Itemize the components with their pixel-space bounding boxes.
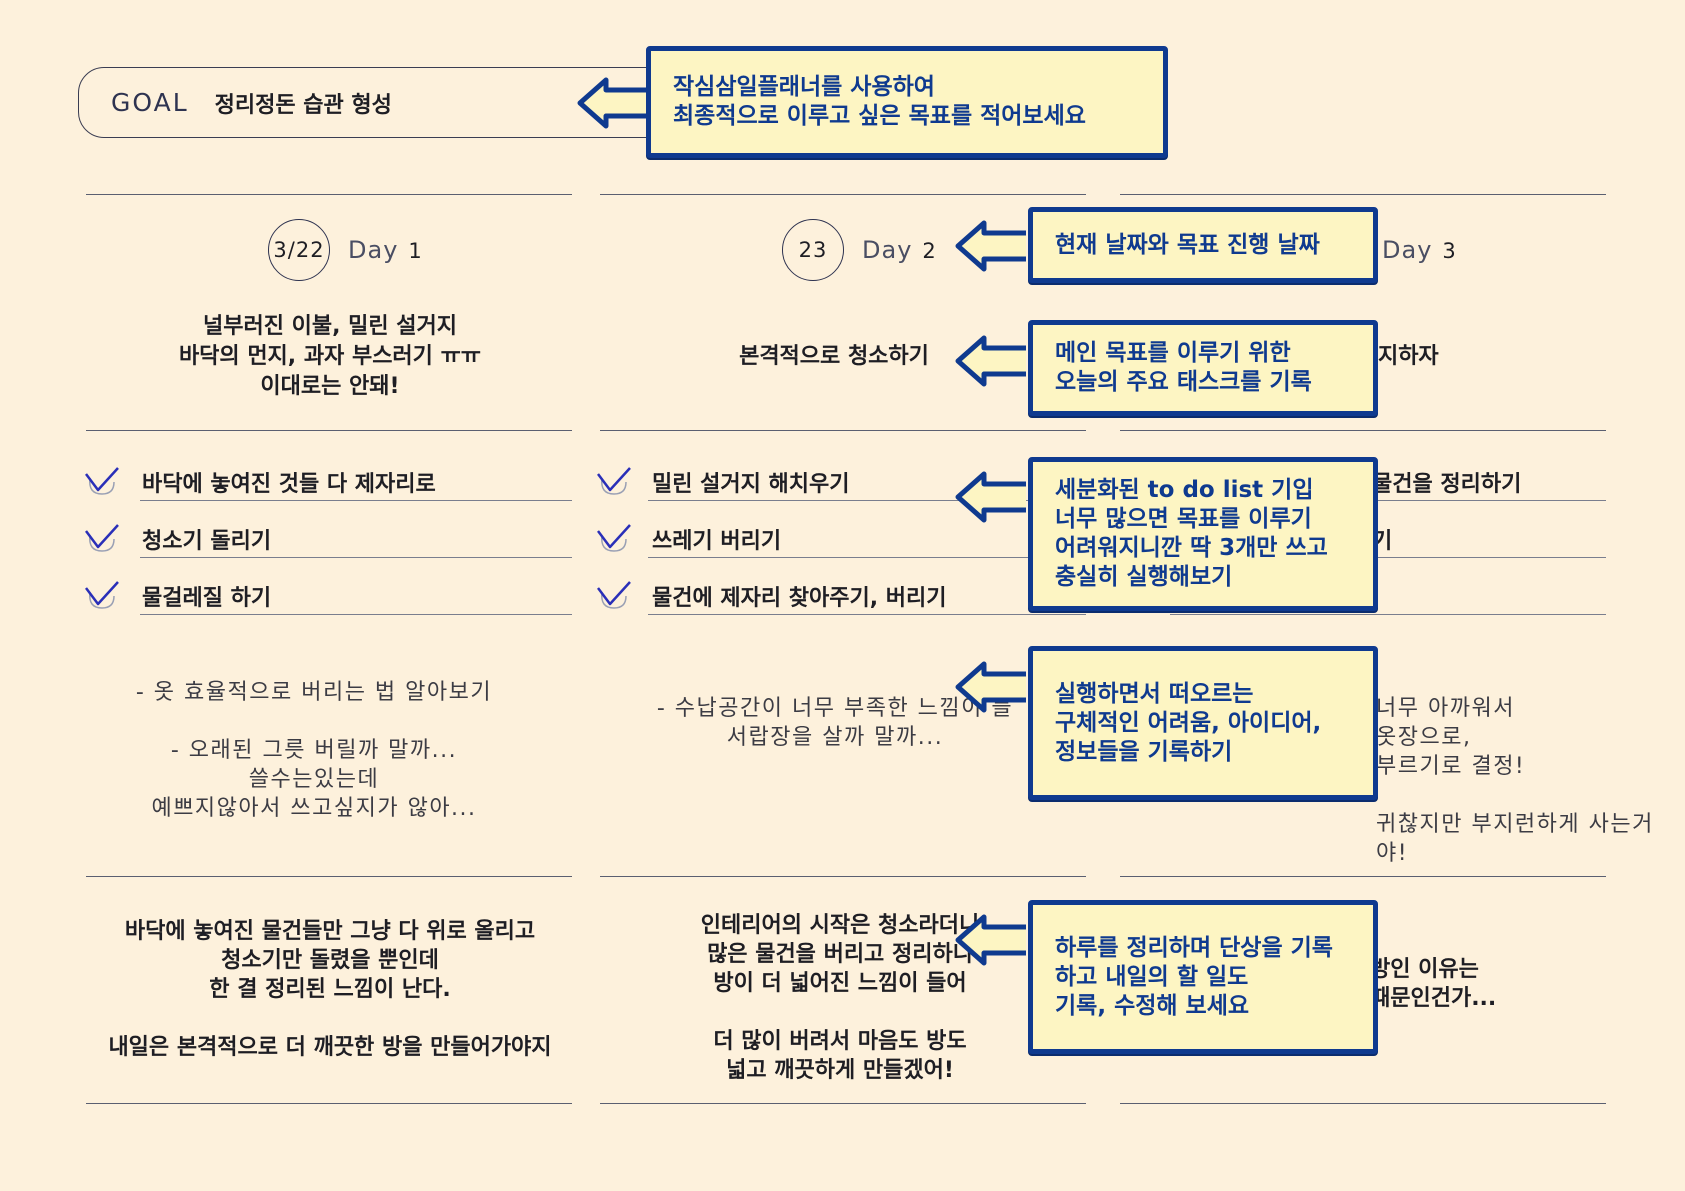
callout-todo: 세분화된 to do list 기입 너무 많으면 목표를 이루기 어려워지니깐…	[1028, 457, 1378, 611]
day-label: Day	[862, 236, 913, 264]
notes-text-visible: 너무 아까워서 옷장으로, 부르기로 결정! 귀찮지만 부지런하게 사는거야!	[1376, 696, 1654, 866]
divider	[86, 876, 572, 877]
callout-review: 하루를 정리하며 단상을 기록 하고 내일의 할 일도 기록, 수정해 보세요	[1028, 900, 1378, 1054]
day-number: 2	[922, 239, 936, 263]
divider	[600, 194, 1086, 195]
callout-notes: 실행하면서 떠오르는 구체적인 어려움, 아이디어, 정보들을 기록하기	[1028, 646, 1378, 800]
review-text[interactable]: 인테리어의 시작은 청소라더니 많은 물건을 버리고 정리하니 방이 더 넓어진…	[700, 913, 980, 1083]
divider	[600, 1103, 1086, 1104]
todo-underline	[140, 500, 572, 501]
todo-item[interactable]: 물건에 제자리 찾아주기, 버리기	[652, 586, 947, 611]
callout-main-task: 메인 목표를 이루기 위한 오늘의 주요 태스크를 기록	[1028, 320, 1378, 416]
arrow-left-icon	[955, 471, 1026, 523]
todo-item[interactable]: 물건을 정리하기	[1372, 472, 1522, 497]
day-header: Day 1	[348, 236, 422, 264]
arrow-left-icon	[955, 661, 1026, 713]
divider	[86, 194, 572, 195]
goal-box: GOAL 정리정돈 습관 형성	[78, 67, 718, 138]
arrow-left-icon	[955, 335, 1026, 387]
main-task-line: 널부러진 이불, 밀린 설거지	[203, 314, 457, 339]
todo-underline	[648, 500, 1086, 501]
todo-item[interactable]: 물걸레질 하기	[142, 586, 272, 611]
divider	[1120, 194, 1606, 195]
goal-label: GOAL	[111, 88, 189, 117]
date-circle[interactable]: 23	[782, 219, 844, 281]
review-text[interactable]: 바닥에 놓여진 물건들만 그냥 다 위로 올리고 청소기만 돌렸을 뿐인데 한 …	[108, 919, 552, 1060]
todo-item[interactable]: 쓰레기 버리기	[652, 529, 782, 554]
todo-underline	[648, 614, 1086, 615]
day-label: Day	[1382, 236, 1433, 264]
todo-underline	[648, 557, 1086, 558]
divider	[1120, 430, 1606, 431]
divider	[1120, 1103, 1606, 1104]
checkbox-checked-icon[interactable]	[84, 578, 120, 612]
checkbox-checked-icon[interactable]	[596, 521, 632, 555]
todo-underline	[1170, 500, 1606, 501]
todo-underline	[1170, 557, 1606, 558]
arrow-left-icon	[955, 914, 1026, 966]
divider	[1120, 876, 1606, 877]
main-task-line: 바닥의 먼지, 과자 부스러기 ㅠㅠ	[178, 344, 482, 369]
divider	[86, 430, 572, 431]
todo-underline	[140, 557, 572, 558]
callout-goal: 작심삼일플래너를 사용하여 최종적으로 이루고 싶은 목표를 적어보세요	[646, 46, 1168, 158]
callout-date: 현재 날짜와 목표 진행 날짜	[1028, 207, 1378, 283]
checkbox-checked-icon[interactable]	[84, 521, 120, 555]
checkbox-checked-icon[interactable]	[84, 464, 120, 498]
day-label: Day	[348, 236, 399, 264]
arrow-left-icon	[955, 220, 1026, 272]
todo-item[interactable]: 밀린 설거지 해치우기	[652, 472, 850, 497]
todo-underline	[1170, 614, 1606, 615]
divider	[600, 876, 1086, 877]
review-text[interactable]: 방인 이유는 때문인건가...	[1370, 957, 1497, 1011]
day-number: 1	[408, 239, 422, 263]
day-header: Day 2	[862, 236, 936, 264]
date-circle[interactable]: 3/22	[268, 219, 330, 281]
main-task[interactable]: 본격적으로 청소하기	[590, 342, 1078, 372]
day-number: 3	[1442, 239, 1456, 263]
day-header: Day 3	[1382, 236, 1456, 264]
checkbox-checked-icon[interactable]	[596, 578, 632, 612]
todo-item[interactable]: 바닥에 놓여진 것들 다 제자리로	[142, 472, 436, 497]
notes-text[interactable]: - 옷 효율적으로 버리는 법 알아보기 - 오래된 그릇 버릴까 말까... …	[135, 680, 493, 821]
main-task-line: 본격적으로 청소하기	[739, 344, 929, 369]
divider	[86, 1103, 572, 1104]
todo-item[interactable]: 청소기 돌리기	[142, 529, 272, 554]
notes-text[interactable]: 너무 아까워서 옷장으로, 부르기로 결정! 귀찮지만 부지런하게 사는거야!	[1160, 694, 1652, 866]
todo-underline	[140, 614, 572, 615]
arrow-left-icon	[577, 77, 648, 129]
main-task[interactable]: 널부러진 이불, 밀린 설거지 바닥의 먼지, 과자 부스러기 ㅠㅠ 이대로는 …	[86, 312, 574, 402]
goal-text[interactable]: 정리정돈 습관 형성	[214, 92, 392, 118]
checkbox-checked-icon[interactable]	[596, 464, 632, 498]
divider	[600, 430, 1086, 431]
main-task-line: 이대로는 안돼!	[260, 374, 400, 399]
